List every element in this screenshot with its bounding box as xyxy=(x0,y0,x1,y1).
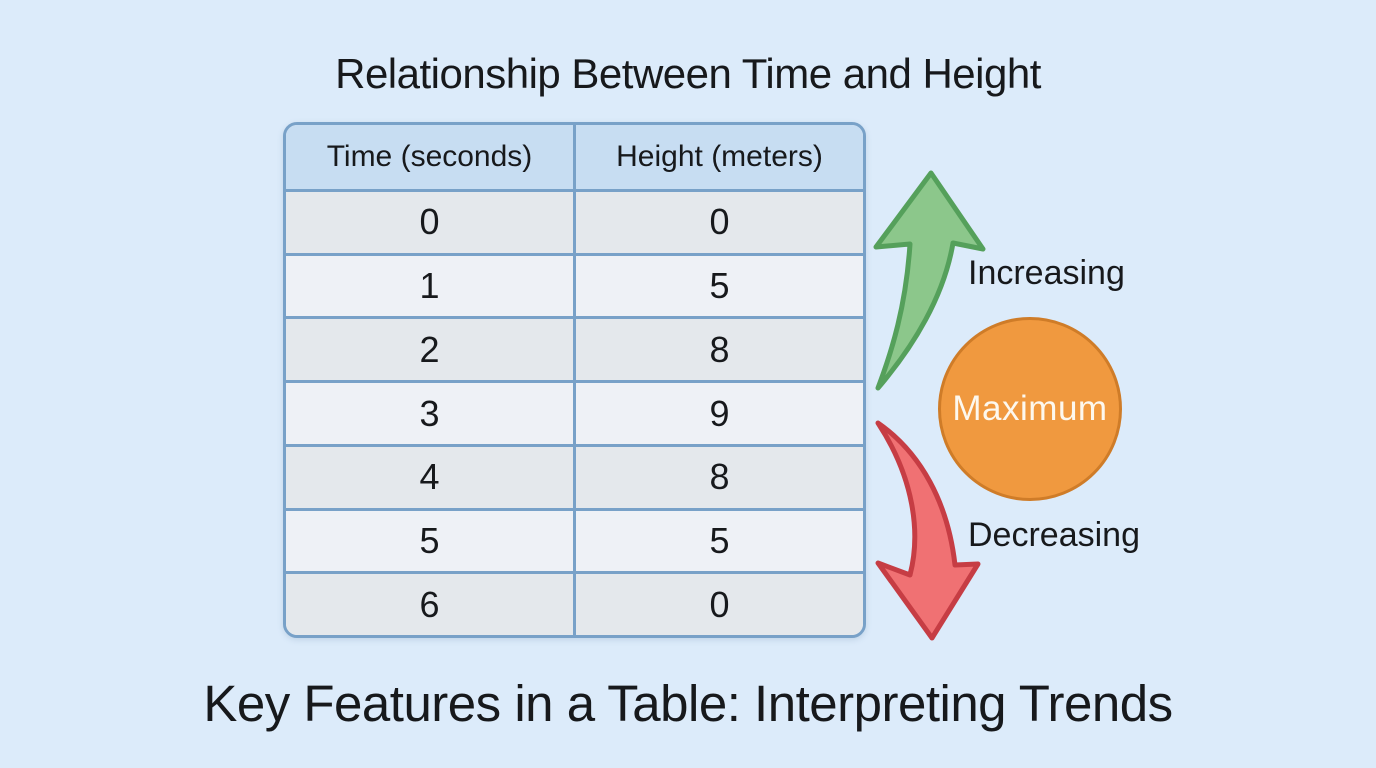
column-header-time: Time (seconds) xyxy=(286,125,576,189)
table-row: 0 0 xyxy=(286,189,863,253)
cell-height: 9 xyxy=(709,392,730,434)
cell-height: 8 xyxy=(709,456,730,498)
cell-time: 4 xyxy=(286,446,576,508)
increasing-label: Increasing xyxy=(968,254,1125,292)
table-row: 3 9 xyxy=(286,380,863,444)
table-row: 2 8 xyxy=(286,316,863,381)
page-title: Relationship Between Time and Height xyxy=(335,50,1041,97)
cell-height: 8 xyxy=(709,328,730,370)
table-row: 1 5 xyxy=(286,252,863,317)
table-row: 4 8 xyxy=(286,443,863,508)
cell-height: 5 xyxy=(709,265,730,307)
decreasing-label: Decreasing xyxy=(968,516,1140,554)
cell-time: 1 xyxy=(286,255,576,317)
decreasing-arrow-icon xyxy=(875,420,981,641)
increasing-arrow-icon xyxy=(873,170,986,391)
cell-time: 0 xyxy=(286,192,576,253)
cell-time: 5 xyxy=(286,510,576,572)
cell-height: 0 xyxy=(709,201,730,243)
data-table: Time (seconds) Height (meters) 0 0 1 5 2… xyxy=(283,122,866,638)
table-row: 6 0 xyxy=(286,571,863,635)
table-header-row: Time (seconds) Height (meters) xyxy=(286,125,863,189)
cell-time: 3 xyxy=(286,383,576,444)
cell-time: 2 xyxy=(286,319,576,381)
cell-height: 5 xyxy=(709,519,730,561)
cell-height: 0 xyxy=(709,583,730,625)
table-row: 5 5 xyxy=(286,507,863,572)
caption-title: Key Features in a Table: Interpreting Tr… xyxy=(203,675,1173,732)
maximum-label: Maximum xyxy=(952,389,1108,428)
column-header-height: Height (meters) xyxy=(616,140,823,173)
maximum-circle: Maximum xyxy=(938,317,1122,501)
cell-time: 6 xyxy=(286,574,576,635)
